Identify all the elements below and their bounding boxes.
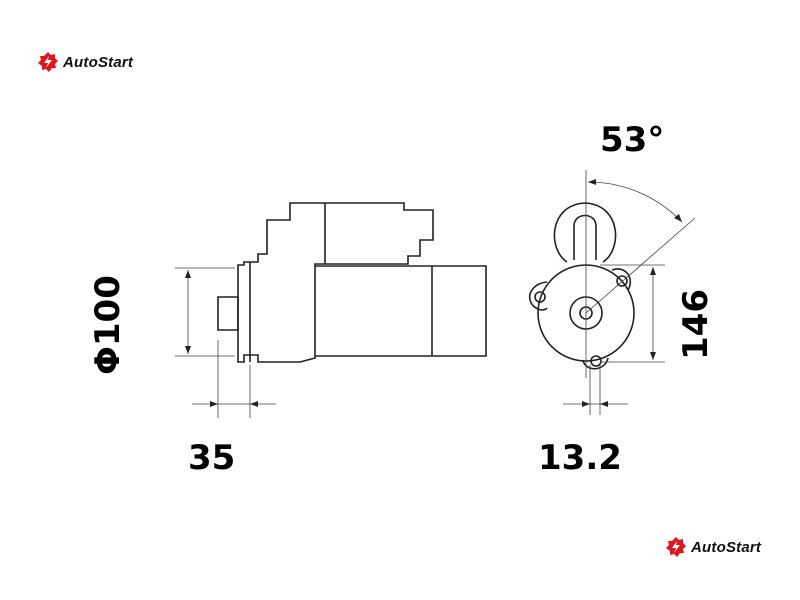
- height-label: 146: [676, 289, 716, 360]
- side-view: [175, 202, 487, 418]
- gear-bolt-logo-icon: [38, 52, 58, 72]
- brand-name: AutoStart: [691, 538, 762, 556]
- brand-logo-bottom: AutoStart: [665, 536, 761, 558]
- brand-name: AutoStart: [63, 53, 134, 71]
- front-view: [528, 170, 696, 415]
- diameter-label: Φ100: [88, 275, 128, 375]
- gear-bolt-logo-icon: [666, 537, 686, 557]
- angle-label: 53°: [600, 120, 665, 160]
- bolt-offset-label: 13.2: [538, 438, 622, 478]
- flange-offset-label: 35: [188, 438, 236, 478]
- brand-logo-top: AutoStart: [37, 51, 133, 73]
